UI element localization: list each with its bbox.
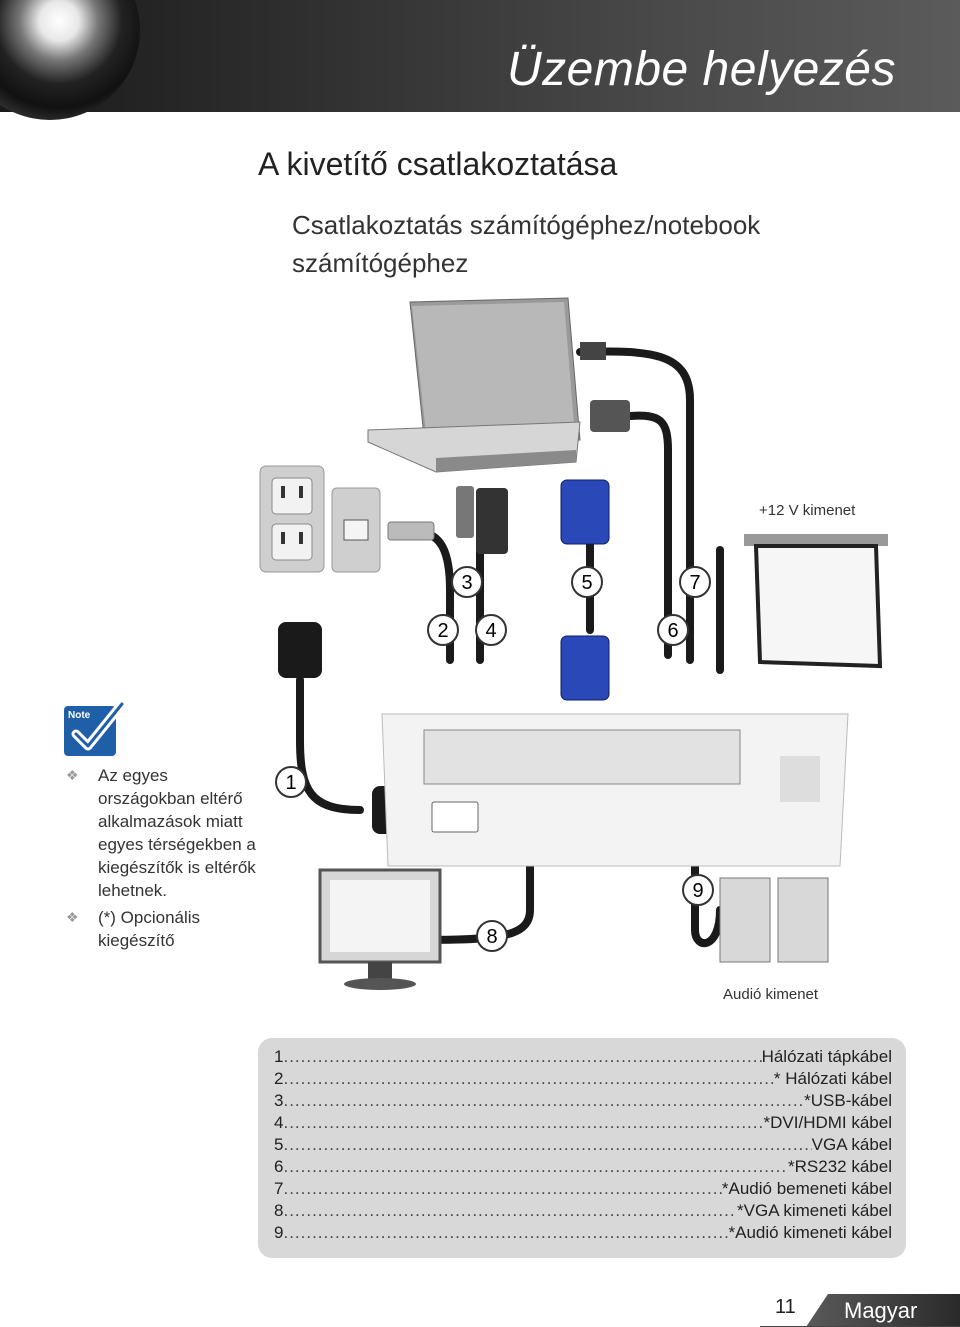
diamond-bullet-icon: ❖ [66, 909, 79, 925]
page-number: 11 [775, 1296, 796, 1318]
svg-text:1: 1 [285, 772, 296, 794]
note-text: (*) Opcionális kiegészítő [98, 908, 201, 950]
callout-5: 5 [571, 566, 603, 598]
vga-connector-icon [560, 479, 610, 545]
projection-screen-illustration [744, 534, 888, 669]
cable-lines [296, 347, 724, 948]
cable-legend: 1Hálózati tápkábel 2* Hálózati kábel 3 *… [258, 1038, 906, 1258]
callout-6: 6 [657, 614, 689, 646]
legend-row: 3 *USB-kábel [274, 1090, 892, 1112]
network-plug-icon [387, 521, 435, 541]
note-item: ❖ (*) Opcionális kiegészítő [66, 906, 256, 952]
audio-output-label: Audió kimenet [723, 986, 819, 1003]
note-icon-label: Note [68, 710, 91, 721]
vga-connector-icon [560, 635, 610, 701]
legend-row: 2* Hálózati kábel [274, 1068, 892, 1090]
legend-row: 1Hálózati tápkábel [274, 1046, 892, 1068]
legend-row: 4*DVI/HDMI kábel [274, 1112, 892, 1134]
callout-markers: 1 2 3 4 5 6 7 8 9 [275, 566, 714, 952]
rs232-connector-icon [590, 400, 630, 432]
usb-connector-icon [456, 486, 474, 538]
svg-text:9: 9 [692, 880, 703, 902]
note-icon: Note [64, 699, 127, 756]
network-outlet-illustration [331, 487, 381, 573]
legend-row: 6*RS232 kábel [274, 1156, 892, 1178]
callout-2: 2 [427, 614, 459, 646]
svg-text:2: 2 [437, 620, 448, 642]
legend-row: 9*Audió kimeneti kábel [274, 1222, 892, 1244]
note-text: Az egyes országokban eltérő alkalmazások… [98, 766, 256, 900]
audio-plug-icon [580, 342, 606, 360]
speakers-illustration [719, 877, 829, 963]
language-tab [806, 1294, 960, 1327]
lens-graphic [0, 0, 140, 120]
note-item: ❖ Az egyes országokban eltérő alkalmazás… [66, 764, 256, 902]
section-title: A kivetítő csatlakoztatása [258, 146, 618, 182]
callout-7: 7 [679, 566, 711, 598]
projector-illustration [381, 713, 849, 867]
diamond-bullet-icon: ❖ [66, 767, 79, 783]
callout-3: 3 [451, 566, 483, 598]
connection-diagram: 1 2 3 4 5 6 7 8 9 +12 V kimenet Audió ki… [259, 297, 888, 1003]
header-title: Üzembe helyezés [506, 43, 896, 96]
svg-text:5: 5 [581, 572, 592, 594]
legend-row: 8*VGA kimeneti kábel [274, 1200, 892, 1222]
note-list: ❖ Az egyes országokban eltérő alkalmazás… [66, 764, 256, 956]
callout-1: 1 [275, 766, 307, 798]
output-12v-label: +12 V kimenet [759, 502, 856, 519]
page-header: Üzembe helyezés [0, 0, 960, 120]
svg-text:4: 4 [485, 620, 496, 642]
monitor-illustration [318, 868, 442, 990]
legend-row: 5VGA kábel [274, 1134, 892, 1156]
power-plug-icon [278, 622, 322, 678]
svg-text:8: 8 [486, 926, 497, 948]
callout-8: 8 [476, 920, 508, 952]
subsection-title: Csatlakoztatás számítógéphez/notebook sz… [292, 210, 761, 278]
dvi-connector-icon [476, 488, 508, 554]
svg-text:6: 6 [667, 620, 678, 642]
language-label: Magyar [844, 1298, 918, 1323]
laptop-illustration [367, 297, 581, 473]
svg-text:7: 7 [689, 572, 700, 594]
legend-row: 7*Audió bemeneti kábel [274, 1178, 892, 1200]
callout-4: 4 [475, 614, 507, 646]
callout-9: 9 [682, 874, 714, 906]
power-outlet-illustration [259, 465, 325, 573]
svg-text:3: 3 [461, 572, 472, 594]
